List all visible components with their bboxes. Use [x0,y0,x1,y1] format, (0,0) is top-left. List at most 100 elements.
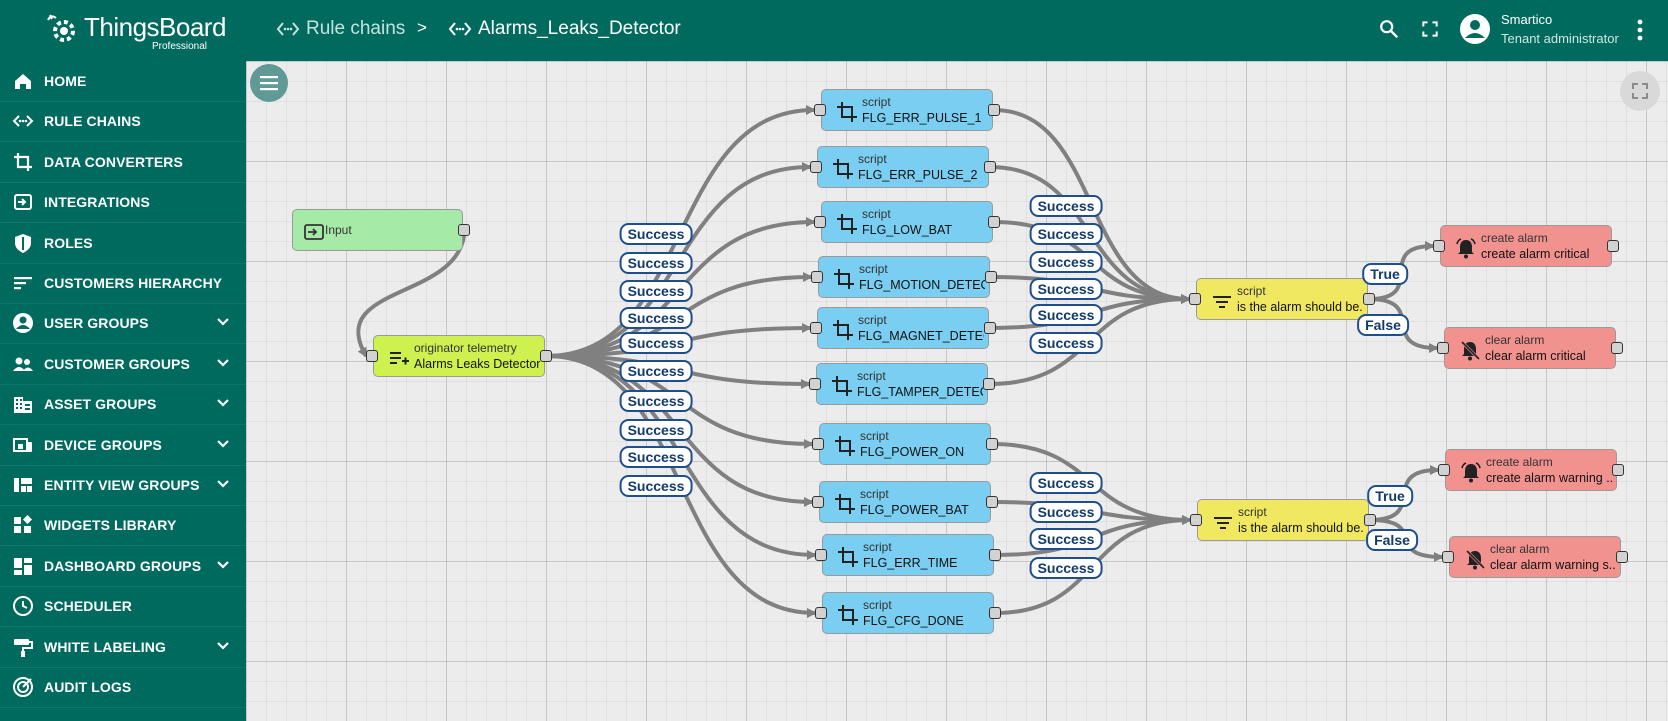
input-port[interactable] [1189,293,1201,305]
link-label-true[interactable]: True [1367,485,1413,507]
link-label-success[interactable]: Success [1029,195,1103,217]
chevron-down-icon[interactable] [215,355,231,371]
link-label-success[interactable]: Success [1029,472,1103,494]
link-label-false[interactable]: False [1357,314,1409,336]
thingsboard-logo[interactable]: ThingsBoard Professional [44,12,244,52]
chevron-down-icon[interactable] [215,314,231,330]
link-label-success[interactable]: Success [619,446,693,468]
input-port[interactable] [810,322,822,334]
output-port[interactable] [1611,342,1623,354]
sidebar-item-user-groups[interactable]: USER GROUPS [0,303,246,345]
connection-input-originator[interactable] [356,235,466,358]
menu-button[interactable] [250,64,288,102]
sidebar-item-customers-hierarchy[interactable]: CUSTOMERS HIERARCHY [0,263,246,304]
input-port[interactable] [814,104,826,116]
input-port[interactable] [810,161,822,173]
chevron-down-icon[interactable] [215,436,231,452]
input-port[interactable] [814,216,826,228]
search-icon[interactable] [1378,18,1400,40]
chevron-down-icon[interactable] [215,476,231,492]
sidebar-item-scheduler[interactable]: SCHEDULER [0,586,246,628]
sidebar-item-audit-logs[interactable]: AUDIT LOGS [0,667,246,708]
link-label-success[interactable]: Success [619,223,693,245]
sidebar-item-asset-groups[interactable]: ASSET GROUPS [0,384,246,426]
input-port[interactable] [815,607,827,619]
link-label-success[interactable]: Success [1029,278,1103,300]
output-port[interactable] [986,438,998,450]
output-port[interactable] [988,216,1000,228]
output-port[interactable] [989,549,1001,561]
output-port[interactable] [1607,240,1619,252]
user-name[interactable]: Smartico [1501,12,1553,27]
output-port[interactable] [1364,514,1376,526]
chevron-down-icon[interactable] [215,638,231,654]
sidebar-item-customer-groups[interactable]: CUSTOMER GROUPS [0,344,246,385]
link-label-success[interactable]: Success [619,475,693,497]
sidebar-item-white-labeling[interactable]: WHITE LABELING [0,627,246,668]
sidebar-item-widgets-library[interactable]: WIDGETS LIBRARY [0,505,246,547]
output-port[interactable] [1616,551,1628,563]
avatar[interactable] [1459,13,1491,45]
link-label-success[interactable]: Success [619,252,693,274]
input-port[interactable] [1438,464,1450,476]
output-port[interactable] [1612,464,1624,476]
sidebar-item-device-groups[interactable]: DEVICE GROUPS [0,425,246,466]
link-label-success[interactable]: Success [619,280,693,302]
link-label-success[interactable]: Success [619,360,693,382]
link-label-success[interactable]: Success [1029,528,1103,550]
output-port[interactable] [986,496,998,508]
input-port[interactable] [812,496,824,508]
sidebar-item-rule-chains[interactable]: RULE CHAINS [0,101,246,143]
sidebar-item-roles[interactable]: ROLES [0,223,246,264]
output-port[interactable] [540,350,552,362]
sidebar-item-integrations[interactable]: INTEGRATIONS [0,182,246,224]
canvas-fullscreen-button[interactable] [1620,71,1660,111]
fullscreen-icon[interactable] [1420,19,1440,39]
output-port[interactable] [989,607,1001,619]
chevron-down-icon[interactable] [215,395,231,411]
input-port[interactable] [809,378,821,390]
link-label-success[interactable]: Success [619,307,693,329]
link-label-true[interactable]: True [1362,263,1408,285]
output-port[interactable] [985,271,997,283]
link-label-false[interactable]: False [1366,529,1418,551]
chevron-down-icon[interactable] [215,557,231,573]
breadcrumb-rule-chains[interactable]: Rule chains [306,18,406,39]
sidebar-item-data-converters[interactable]: DATA CONVERTERS [0,142,246,183]
sidebar-item-home[interactable]: HOME [0,61,246,102]
input-port[interactable] [812,438,824,450]
output-port[interactable] [984,161,996,173]
input-port[interactable] [1433,240,1445,252]
more-vert-icon[interactable] [1633,18,1647,42]
output-port[interactable] [1363,293,1375,305]
link-label-success[interactable]: Success [1029,223,1103,245]
input-port[interactable] [1442,551,1454,563]
input-port[interactable] [366,350,378,362]
sidebar-item-dashboard-groups[interactable]: DASHBOARD GROUPS [0,546,246,587]
link-label-success[interactable]: Success [619,390,693,412]
output-port[interactable] [983,378,995,390]
link-label-success[interactable]: Success [1029,332,1103,354]
rule-node-input[interactable]: Input [292,209,463,251]
output-port[interactable] [988,104,1000,116]
link-label-success[interactable]: Success [1029,251,1103,273]
output-port[interactable] [984,322,996,334]
link-label-success[interactable]: Success [619,332,693,354]
